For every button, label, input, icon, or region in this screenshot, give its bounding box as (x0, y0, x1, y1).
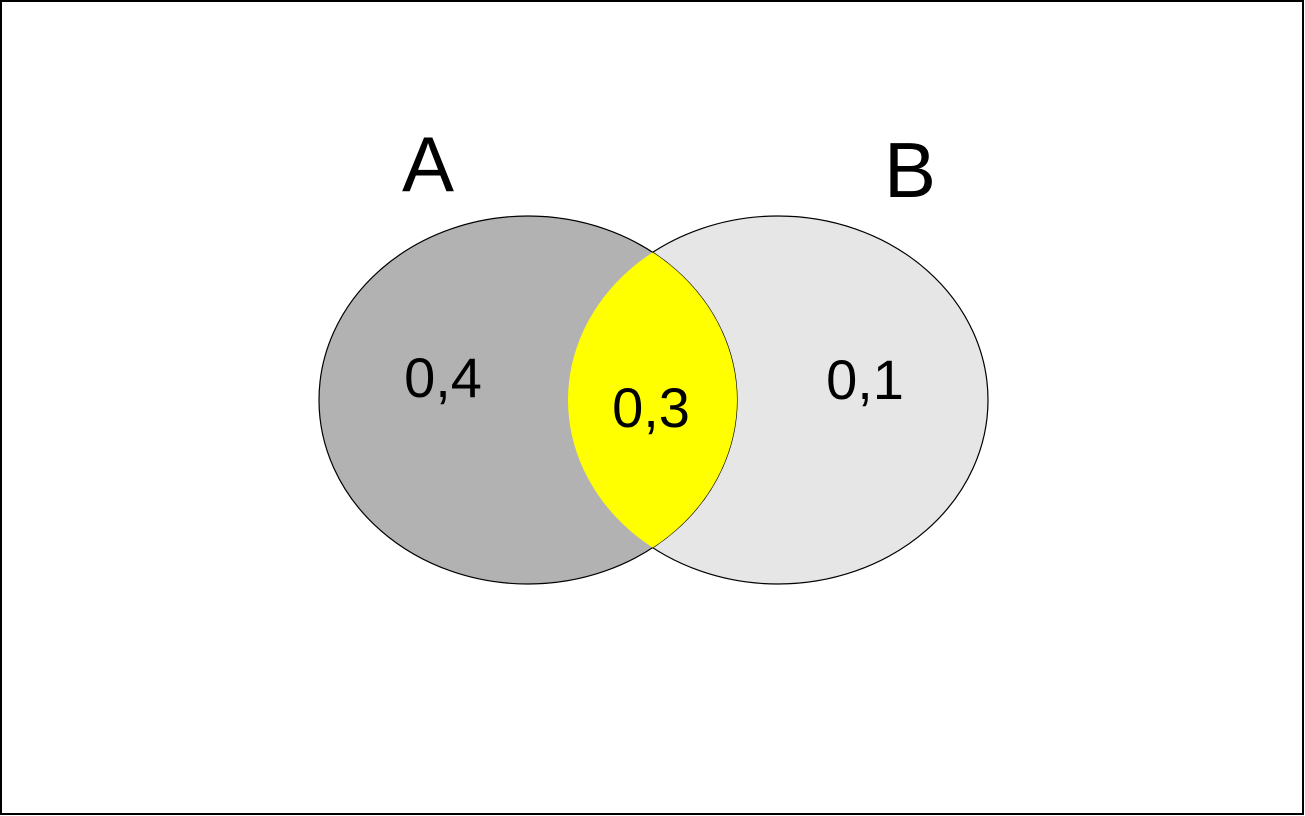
set-a-label: A (402, 120, 454, 208)
region-a-only-value: 0,4 (404, 346, 482, 409)
intersection-region (568, 216, 737, 584)
region-intersection-value: 0,3 (612, 376, 690, 439)
region-b-only-value: 0,1 (826, 348, 904, 411)
set-b-label: B (884, 126, 936, 214)
